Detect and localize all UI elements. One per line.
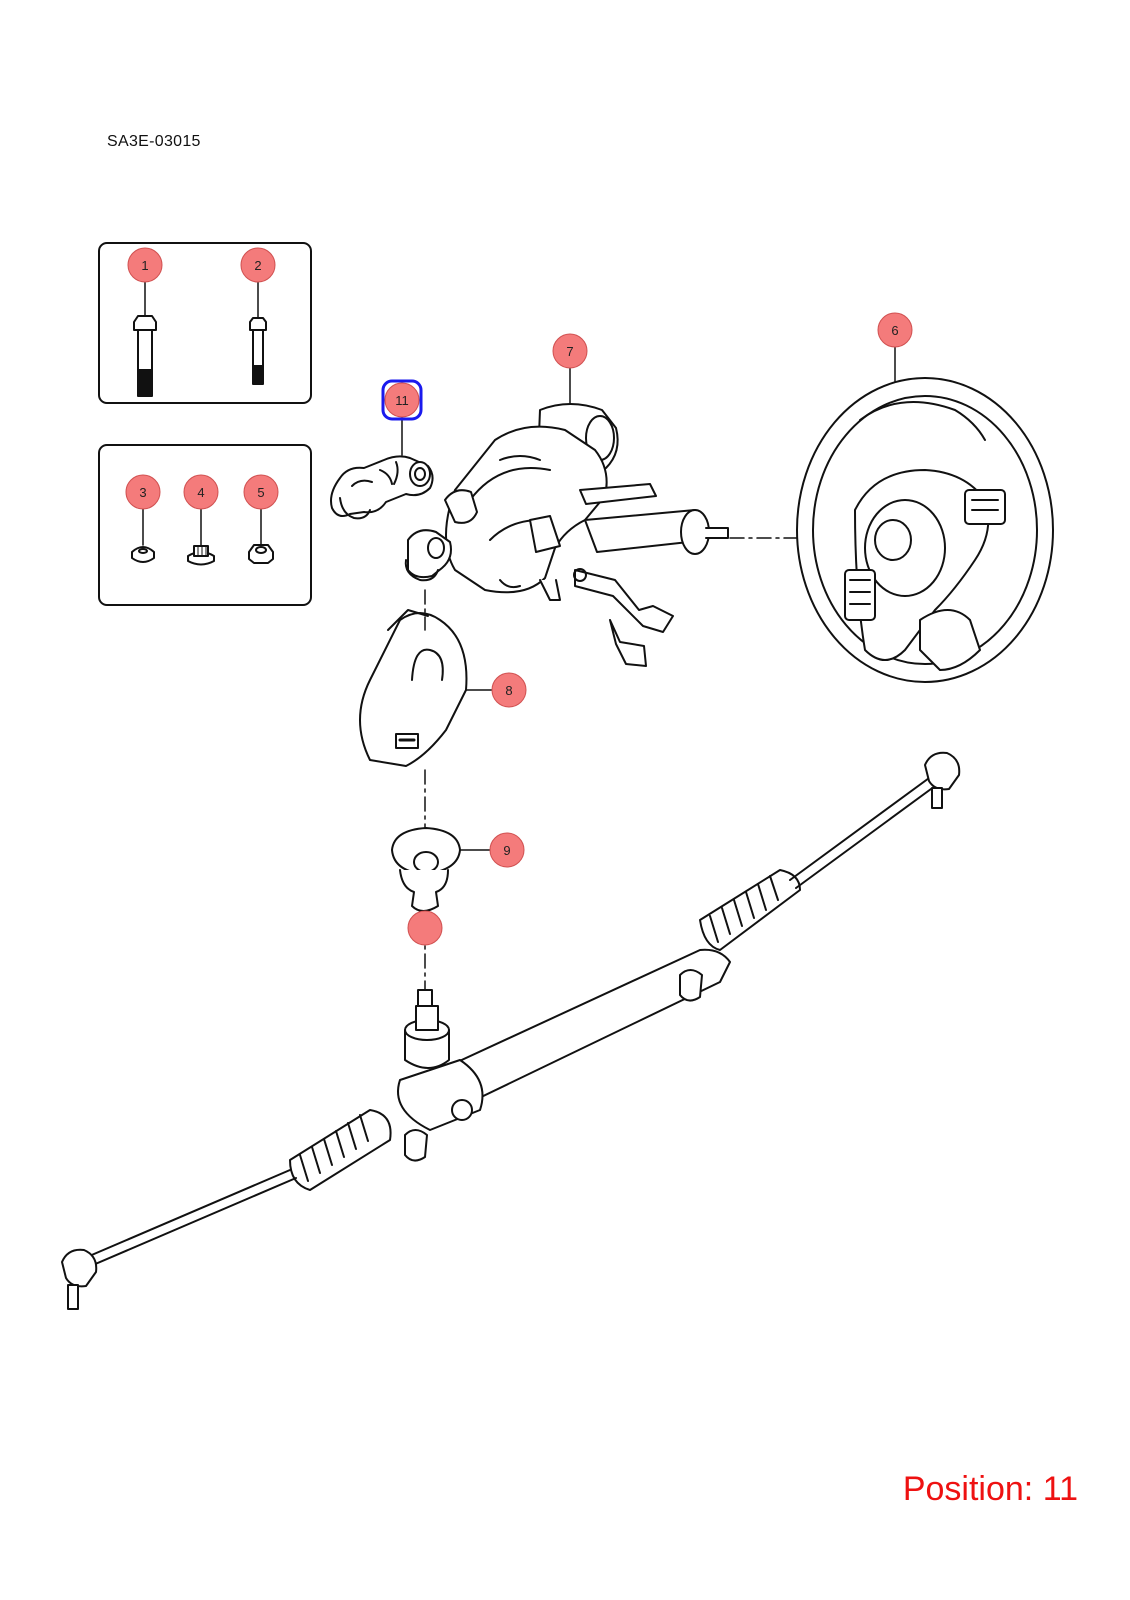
bolts-box xyxy=(98,242,312,404)
callout-label: 3 xyxy=(139,485,146,500)
callout-circle xyxy=(877,312,913,348)
bolt-2 xyxy=(249,275,267,385)
callout-1[interactable]: 1 xyxy=(127,247,163,283)
diagram-code: SA3E-03015 xyxy=(107,133,201,150)
steering-wheel xyxy=(796,341,1054,683)
callout-circle xyxy=(489,832,525,868)
callout-5[interactable]: 5 xyxy=(243,474,279,510)
callout-9[interactable]: 9 xyxy=(489,832,525,868)
callout-circle xyxy=(243,474,279,510)
callout-label: 8 xyxy=(505,683,512,698)
callout-circle xyxy=(384,382,420,418)
callout-label: 9 xyxy=(503,843,510,858)
nut-4 xyxy=(187,507,215,566)
steering-column xyxy=(404,364,729,667)
callout-circle xyxy=(183,474,219,510)
callout-label: 6 xyxy=(891,323,898,338)
callout-circle xyxy=(127,247,163,283)
callout-3[interactable]: 3 xyxy=(125,474,161,510)
callout-label: 4 xyxy=(197,485,204,500)
callout-7[interactable]: 7 xyxy=(552,333,588,369)
position-label: Position: 11 xyxy=(902,1470,1078,1508)
callout-11[interactable]: 11 xyxy=(381,379,423,421)
callout-label: 2 xyxy=(254,258,261,273)
callout-label: 7 xyxy=(566,344,573,359)
callout-circle xyxy=(125,474,161,510)
nut-5 xyxy=(248,507,274,564)
nuts-box xyxy=(98,444,312,606)
universal-joint xyxy=(330,413,434,520)
callout-label: 5 xyxy=(257,485,264,500)
steering-rack xyxy=(61,751,961,1310)
callout-circle xyxy=(240,247,276,283)
callout-8[interactable]: 8 xyxy=(491,672,527,708)
callout-unlabeled[interactable] xyxy=(407,910,443,946)
selected-callout-outline xyxy=(381,379,423,421)
callout-2[interactable]: 2 xyxy=(240,247,276,283)
column-cover xyxy=(359,609,496,767)
callout-6[interactable]: 6 xyxy=(877,312,913,348)
callout-label: 11 xyxy=(395,393,409,408)
callout-label: 1 xyxy=(141,258,148,273)
callout-circle xyxy=(552,333,588,369)
callout-circle xyxy=(407,910,443,946)
boot-seal xyxy=(391,827,491,912)
callout-circle xyxy=(491,672,527,708)
callout-4[interactable]: 4 xyxy=(183,474,219,510)
callout-layer: 1 2 3 4 5 6 7 8 9 11 xyxy=(125,247,913,946)
bolt-1 xyxy=(133,275,157,397)
nut-3 xyxy=(131,507,155,563)
